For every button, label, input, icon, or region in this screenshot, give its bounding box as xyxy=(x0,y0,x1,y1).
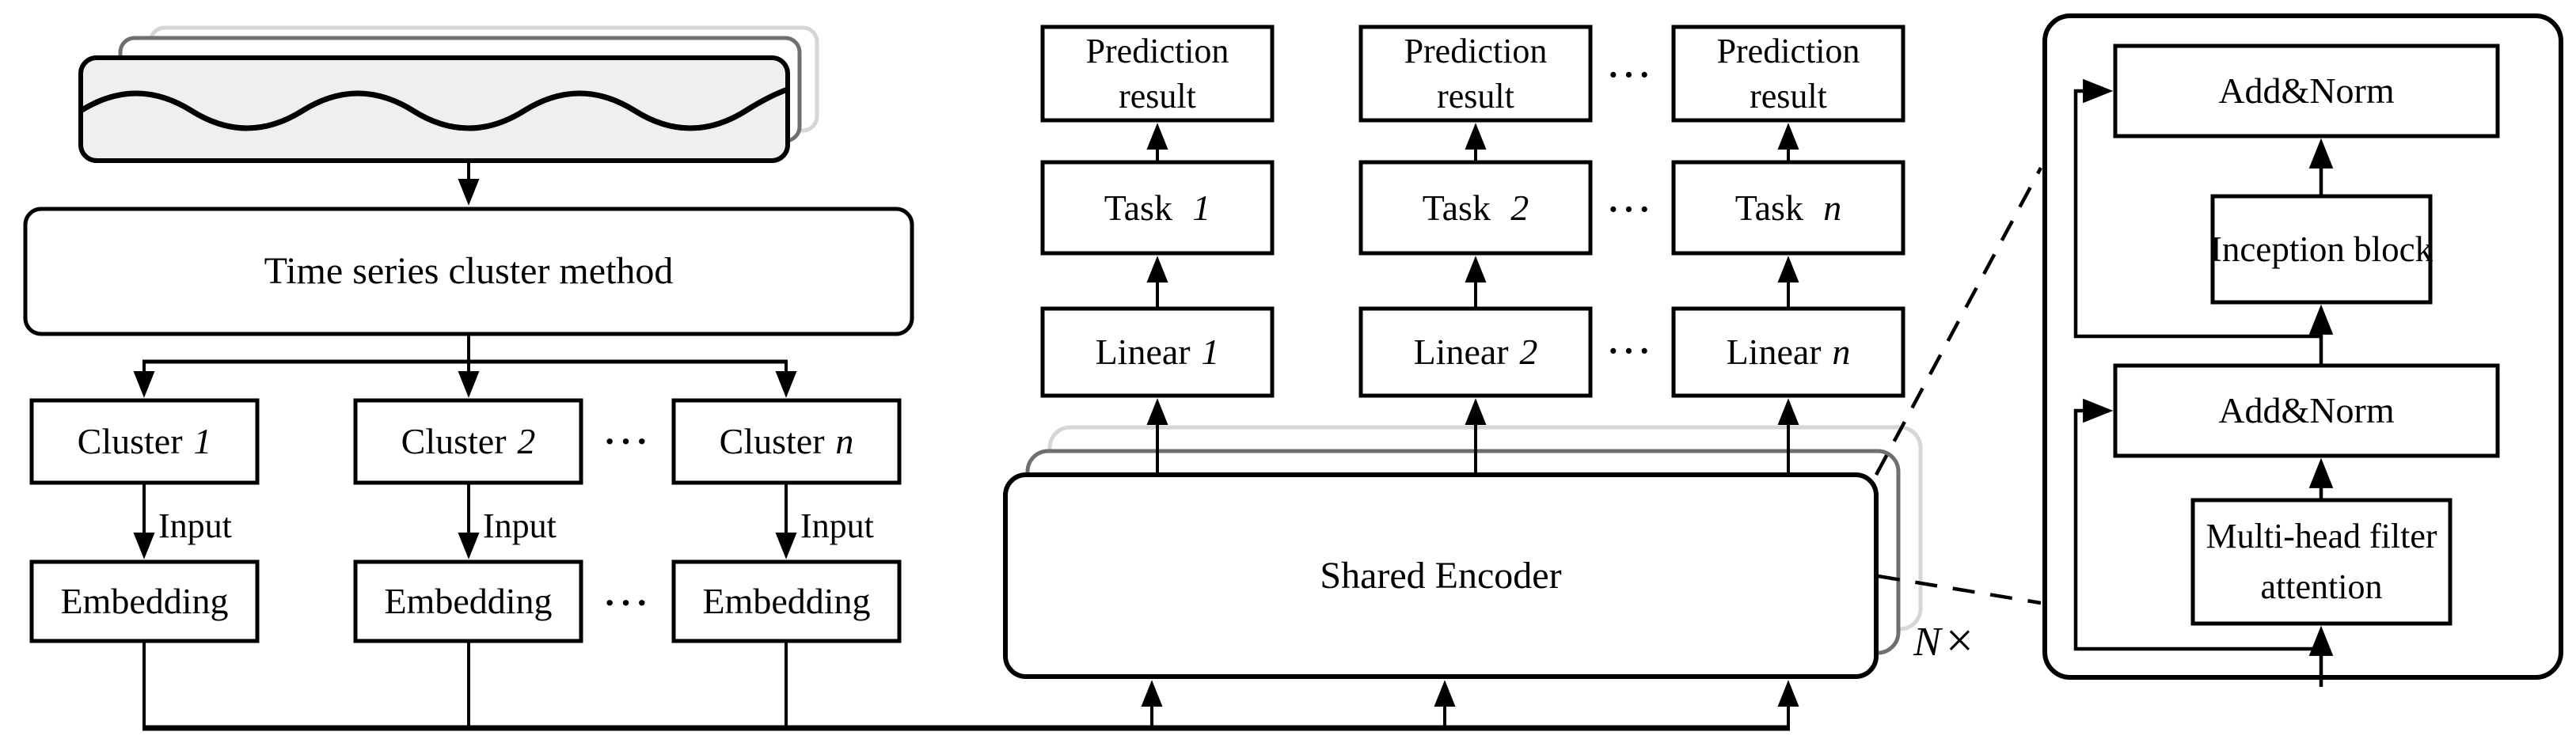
prediction-2-box xyxy=(1358,25,1593,123)
linear-n-box xyxy=(1671,306,1905,398)
time-series-stack-icon xyxy=(78,25,819,163)
dashed-connector-bottom xyxy=(1877,574,2042,605)
dashed-connector-top xyxy=(1875,166,2042,476)
embedding-1-label: Embedding xyxy=(60,581,229,622)
residual-skip-top xyxy=(2073,78,2321,339)
task-n-box xyxy=(1671,160,1905,256)
repeat-count-label: N × xyxy=(1913,614,1974,669)
sine-wave-icon xyxy=(79,86,789,131)
cluster-1-box xyxy=(29,398,260,485)
ellipsis-tasks: ··· xyxy=(1607,189,1655,229)
input-label-1: Input xyxy=(158,506,232,545)
inception-block-label: Inception block xyxy=(2209,229,2434,269)
shared-encoder-stack xyxy=(1003,425,1923,679)
embedding-n-label: Embedding xyxy=(702,581,871,622)
task-1-box xyxy=(1040,160,1275,256)
embedding-2-box xyxy=(353,559,583,643)
embedding-1-box xyxy=(29,559,260,643)
cluster-2-box xyxy=(353,398,583,485)
add-norm-top-box xyxy=(2113,44,2500,138)
linear-2-box xyxy=(1358,306,1593,398)
prediction-n-box xyxy=(1671,25,1905,123)
shared-encoder-label: Shared Encoder xyxy=(1320,554,1562,597)
add-norm-top-label: Add&Norm xyxy=(2218,70,2395,112)
linear-1-box xyxy=(1040,306,1275,398)
embedding-2-label: Embedding xyxy=(384,581,553,622)
residual-skip-bottom xyxy=(2073,398,2321,651)
multi-head-attention-box xyxy=(2190,498,2453,626)
shared-encoder-box xyxy=(1003,472,1879,679)
input-label-2: Input xyxy=(483,506,557,545)
ellipsis-clusters: ··· xyxy=(603,421,652,462)
cluster-n-box xyxy=(671,398,902,485)
prediction-1-box xyxy=(1040,25,1275,123)
cluster-method-label: Time series cluster method xyxy=(264,250,674,292)
ellipsis-linears: ··· xyxy=(1607,331,1655,370)
add-norm-bottom-label: Add&Norm xyxy=(2218,390,2395,431)
input-label-n: Input xyxy=(800,506,874,545)
inception-block-box xyxy=(2210,194,2433,305)
task-2-box xyxy=(1358,160,1593,256)
add-norm-bottom-box xyxy=(2113,363,2500,458)
ellipsis-embeddings: ··· xyxy=(603,582,652,624)
ellipsis-predictions: ··· xyxy=(1607,55,1655,94)
